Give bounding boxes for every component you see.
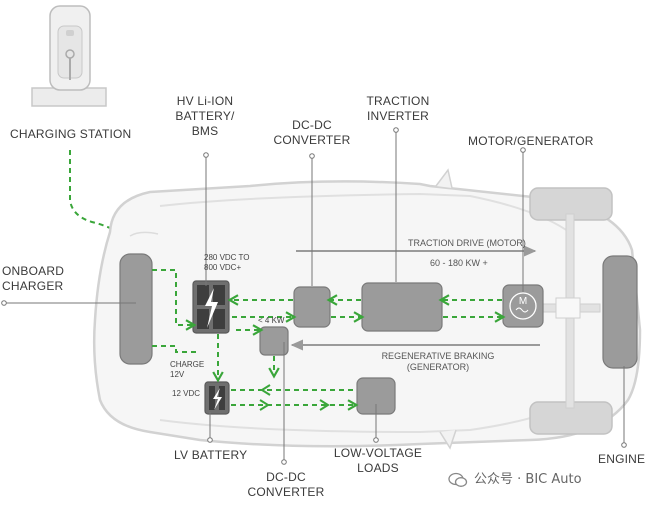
label-traction-line1: TRACTION	[366, 94, 430, 108]
flow-arrowhead	[260, 384, 271, 396]
motor-generator-block	[502, 284, 544, 328]
label-traction-line2: INVERTER	[366, 109, 430, 123]
label-dcdc-top: DC-DC CONVERTER	[270, 118, 354, 148]
label-traction-inverter: TRACTION INVERTER	[356, 94, 440, 124]
label-motor-generator: MOTOR/GENERATOR	[468, 134, 594, 148]
dcdc-converter-top-block	[293, 286, 331, 328]
watermark: 公众号 · BIC Auto	[448, 468, 582, 488]
label-onboard-line1: ONBOARD	[2, 264, 65, 278]
flow-arrowhead	[259, 399, 270, 411]
flow-arrowhead	[319, 399, 330, 411]
front-wheels	[529, 187, 613, 435]
label-dcdc-bottom-line1: DC-DC	[266, 470, 306, 484]
label-dcdc-bottom-line2: CONVERTER	[247, 485, 325, 499]
drivetrain-shaft	[539, 213, 601, 409]
engine-block	[602, 255, 638, 369]
motor-wave-icon	[515, 307, 529, 313]
label-hv-battery: HV Li-ION BATTERY/ BMS	[165, 94, 245, 139]
label-dcdc-bottom: DC-DC CONVERTER	[244, 470, 328, 500]
label-lv-battery: LV BATTERY	[174, 448, 248, 462]
charge-line2: 12V	[170, 370, 185, 379]
wechat-icon	[448, 472, 468, 487]
label-low-voltage-line1: LOW-VOLTAGE	[333, 446, 423, 460]
label-dcdc-top-line2: CONVERTER	[273, 133, 351, 147]
leader-lines	[1, 127, 627, 465]
charging-cable	[69, 150, 119, 233]
label-onboard-line2: CHARGER	[2, 279, 64, 293]
label-dcdc-top-line1: DC-DC	[292, 118, 332, 132]
hv-voltage-line1: 280 VDC TO	[204, 253, 250, 262]
label-hv-battery-line1: HV Li-ION	[176, 94, 234, 108]
power-limit-annotation: < 4 KW	[258, 316, 285, 325]
label-low-voltage-line2: LOADS	[357, 461, 399, 475]
hv-voltage-annotation: 280 VDC TO 800 VDC+	[204, 253, 250, 273]
regen-line1: REGENERATIVE BRAKING	[381, 351, 495, 361]
traction-drive-annotation: TRACTION DRIVE (MOTOR)	[408, 238, 526, 248]
motor-symbol: M	[519, 296, 527, 307]
hv-voltage-line2: 800 VDC+	[204, 263, 242, 272]
regen-annotation: REGENERATIVE BRAKING (GENERATOR)	[376, 351, 500, 373]
label-engine: ENGINE	[598, 452, 646, 466]
label-hv-battery-line3: BMS	[191, 124, 219, 138]
label-low-voltage-loads: LOW-VOLTAGE LOADS	[330, 446, 426, 476]
onboard-charger-block	[119, 253, 153, 365]
label-onboard-charger: ONBOARD CHARGER	[2, 264, 64, 294]
charge-annotation: CHARGE 12V	[170, 360, 204, 380]
lv-battery-block	[204, 381, 230, 415]
energy-flow-lines	[152, 269, 506, 411]
hv-battery-block	[192, 280, 230, 334]
traction-power-annotation: 60 - 180 KW +	[430, 258, 488, 268]
label-charging-station: CHARGING STATION	[10, 127, 132, 141]
charging-station-icon	[31, 5, 107, 107]
regen-line2: (GENERATOR)	[406, 362, 470, 372]
traction-inverter-block	[361, 282, 443, 332]
charge-line1: CHARGE	[170, 360, 205, 369]
label-hv-battery-line2: BATTERY/	[175, 109, 235, 123]
lv-voltage-annotation: 12 VDC	[172, 389, 201, 398]
dcdc-converter-bottom-block	[259, 326, 289, 356]
watermark-text: 公众号 · BIC Auto	[474, 472, 582, 487]
